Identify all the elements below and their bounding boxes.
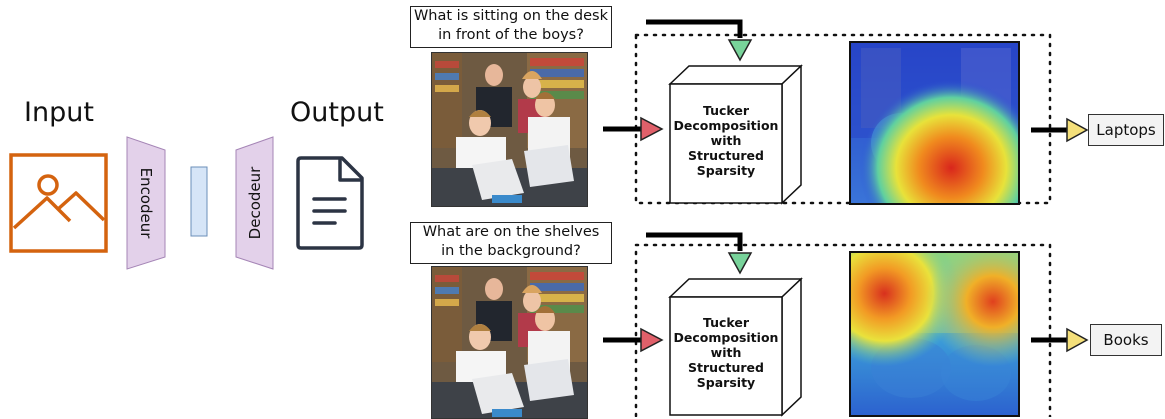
question-line: What is sitting on the desk: [413, 8, 609, 24]
tucker-cube: [668, 64, 803, 205]
answer-arrow-head: [1066, 327, 1089, 353]
latent-vector: [190, 166, 208, 237]
input-label: Input: [24, 97, 94, 128]
question-arrow-line: [646, 19, 743, 38]
module-line: Decomposition: [673, 118, 779, 133]
image-arrow-head: [640, 327, 664, 353]
image-arrow-head: [640, 116, 664, 142]
document-icon: [296, 156, 364, 250]
module-line: Structured: [688, 360, 764, 375]
dotted-module-box: [634, 33, 1052, 205]
answer-box: Laptops: [1088, 114, 1164, 146]
module-line: Structured: [688, 148, 764, 163]
question-box: What is sitting on the desk in front of …: [410, 6, 612, 48]
output-label: Output: [290, 97, 384, 128]
tucker-cube: [668, 277, 803, 417]
module-title: Tucker Decomposition with Structured Spa…: [671, 103, 781, 178]
question-arrow-head: [727, 39, 753, 62]
decoder-label: Decodeur: [246, 166, 264, 240]
dotted-module-box: [634, 243, 1052, 417]
answer-arrow-head: [1066, 117, 1089, 143]
answer-box: Books: [1090, 324, 1162, 356]
attention-heatmap: [849, 41, 1020, 205]
module-line: with: [710, 345, 742, 360]
encoder-block: [126, 136, 166, 270]
input-photo: [431, 266, 588, 419]
question-line: in front of the boys?: [438, 27, 584, 43]
image-icon: [9, 153, 108, 253]
input-photo: [431, 52, 588, 207]
module-line: Tucker: [702, 103, 750, 118]
question-line: in the background?: [441, 243, 581, 259]
module-line: with: [710, 133, 742, 148]
module-title: Tucker Decomposition with Structured Spa…: [671, 315, 781, 390]
question-arrow-head: [727, 252, 753, 275]
encoder-label: Encodeur: [137, 167, 155, 239]
attention-heatmap: [849, 251, 1020, 417]
question-box: What are on the shelves in the backgroun…: [410, 222, 612, 264]
decoder-block: [235, 136, 274, 270]
module-line: Sparsity: [696, 163, 756, 178]
module-line: Decomposition: [673, 330, 779, 345]
question-line: What are on the shelves: [422, 224, 600, 240]
question-arrow-line: [646, 232, 743, 251]
module-line: Sparsity: [696, 375, 756, 390]
module-line: Tucker: [702, 315, 750, 330]
